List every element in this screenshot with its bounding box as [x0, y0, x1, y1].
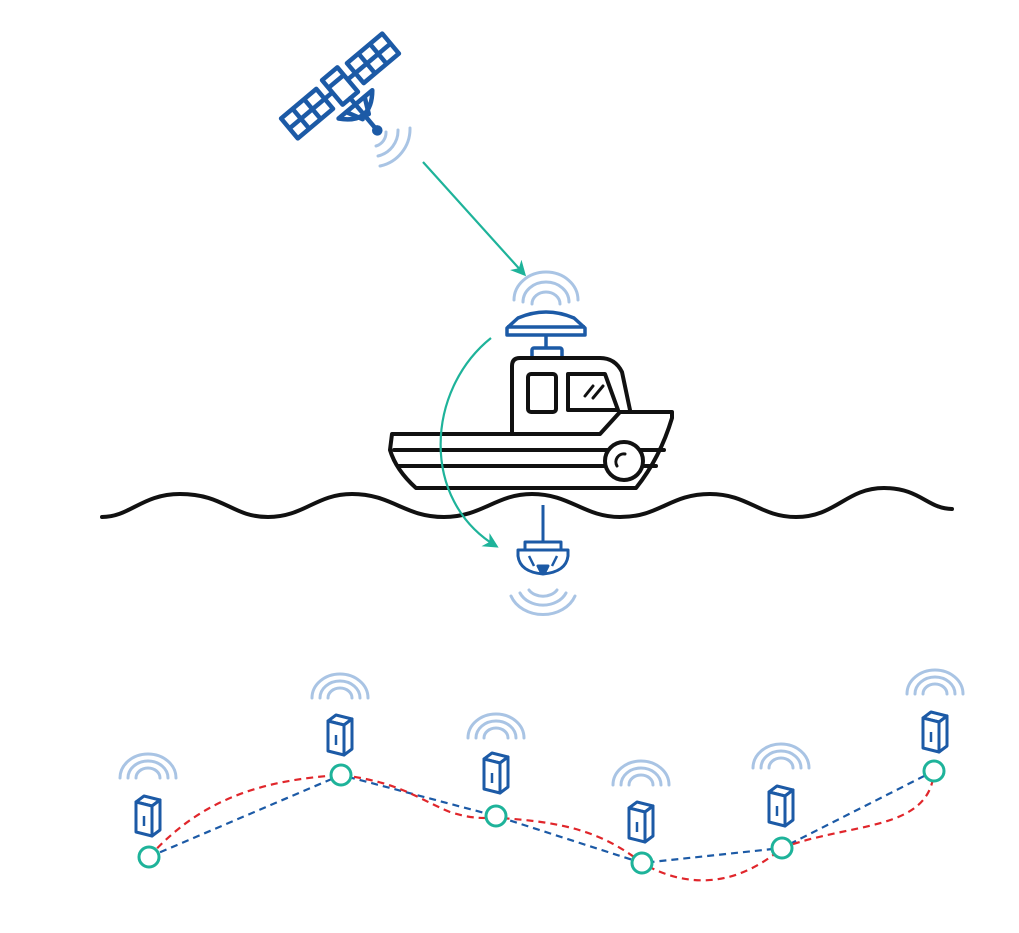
- route-blue: [148, 770, 935, 865]
- seabed-node: [137, 845, 161, 869]
- survey-boat-icon: [388, 356, 674, 490]
- transponder-signal-icon: [905, 668, 965, 696]
- seabed-node: [770, 836, 794, 860]
- seabed-transponder-icon: [482, 751, 510, 795]
- seabed-transponder-icon: [767, 784, 795, 828]
- seabed-transponder-icon: [921, 710, 949, 754]
- seabed-node: [630, 851, 654, 875]
- antenna-signal-icon: [512, 270, 580, 306]
- transducer-icon: [516, 505, 570, 576]
- seabed-node: [329, 763, 353, 787]
- seabed-node: [922, 759, 946, 783]
- seabed-node: [484, 804, 508, 828]
- gnss-antenna-icon: [505, 310, 587, 360]
- satellite-signal-icon: [374, 126, 412, 168]
- satellite-icon: [278, 31, 402, 141]
- gnss-signal-arrow: [422, 161, 527, 277]
- transponder-signal-icon: [611, 759, 671, 787]
- offset-arrow: [439, 337, 499, 548]
- transponder-signal-icon: [118, 752, 178, 780]
- transponder-signal-icon: [751, 742, 811, 770]
- transponder-signal-icon: [466, 712, 526, 740]
- seabed-network: [118, 668, 965, 882]
- seabed-transponder-icon: [134, 794, 162, 838]
- sea-surface: [100, 485, 954, 520]
- route-red: [148, 770, 936, 882]
- seabed-transponder-icon: [326, 713, 354, 757]
- transducer-signal-icon: [509, 588, 577, 617]
- transponder-signal-icon: [310, 672, 370, 700]
- seabed-transponder-icon: [627, 800, 655, 844]
